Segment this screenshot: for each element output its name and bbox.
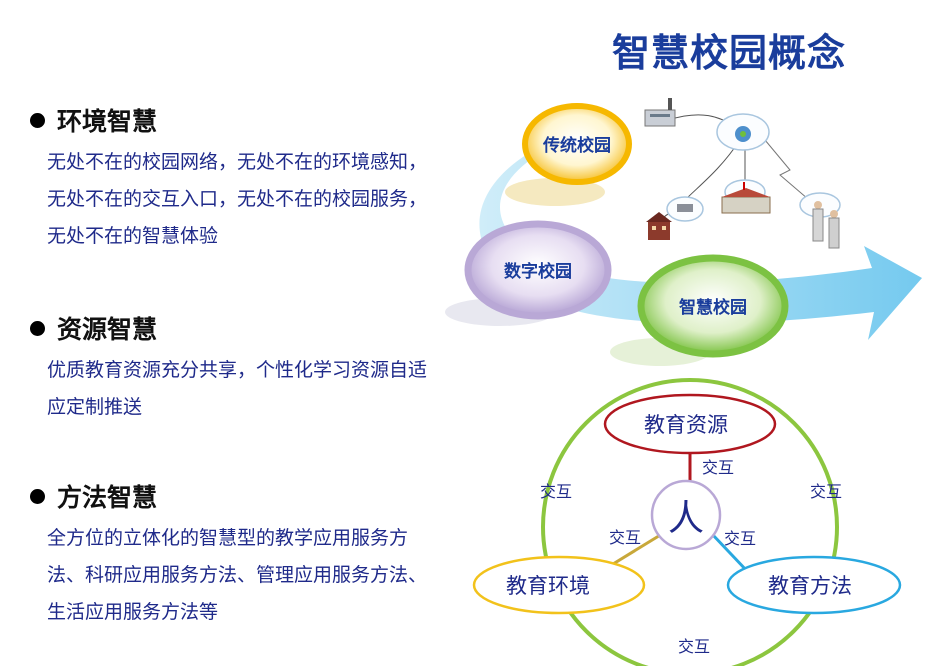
method-label: 教育方法: [768, 574, 852, 598]
interaction-label: 交互: [810, 482, 842, 501]
stage-traditional-label: 传统校园: [542, 135, 611, 156]
stage-digital-label: 数字校园: [504, 261, 572, 282]
interaction-label: 交互: [702, 458, 734, 477]
cloud-icon: [717, 114, 769, 150]
environment-label: 教育环境: [506, 574, 590, 598]
person-label: 人: [668, 498, 704, 539]
server-icon: [645, 98, 675, 126]
interaction-label: 交互: [724, 529, 756, 548]
stage-smart-label: 智慧校园: [679, 297, 747, 318]
interaction-label: 交互: [540, 482, 572, 501]
phone-icon: [677, 204, 693, 212]
resource-label: 教育资源: [644, 413, 728, 437]
house-icon: [646, 212, 672, 240]
interaction-label: 交互: [678, 637, 710, 656]
cloud-icon: [667, 197, 703, 221]
interaction-label: 交互: [609, 528, 641, 547]
